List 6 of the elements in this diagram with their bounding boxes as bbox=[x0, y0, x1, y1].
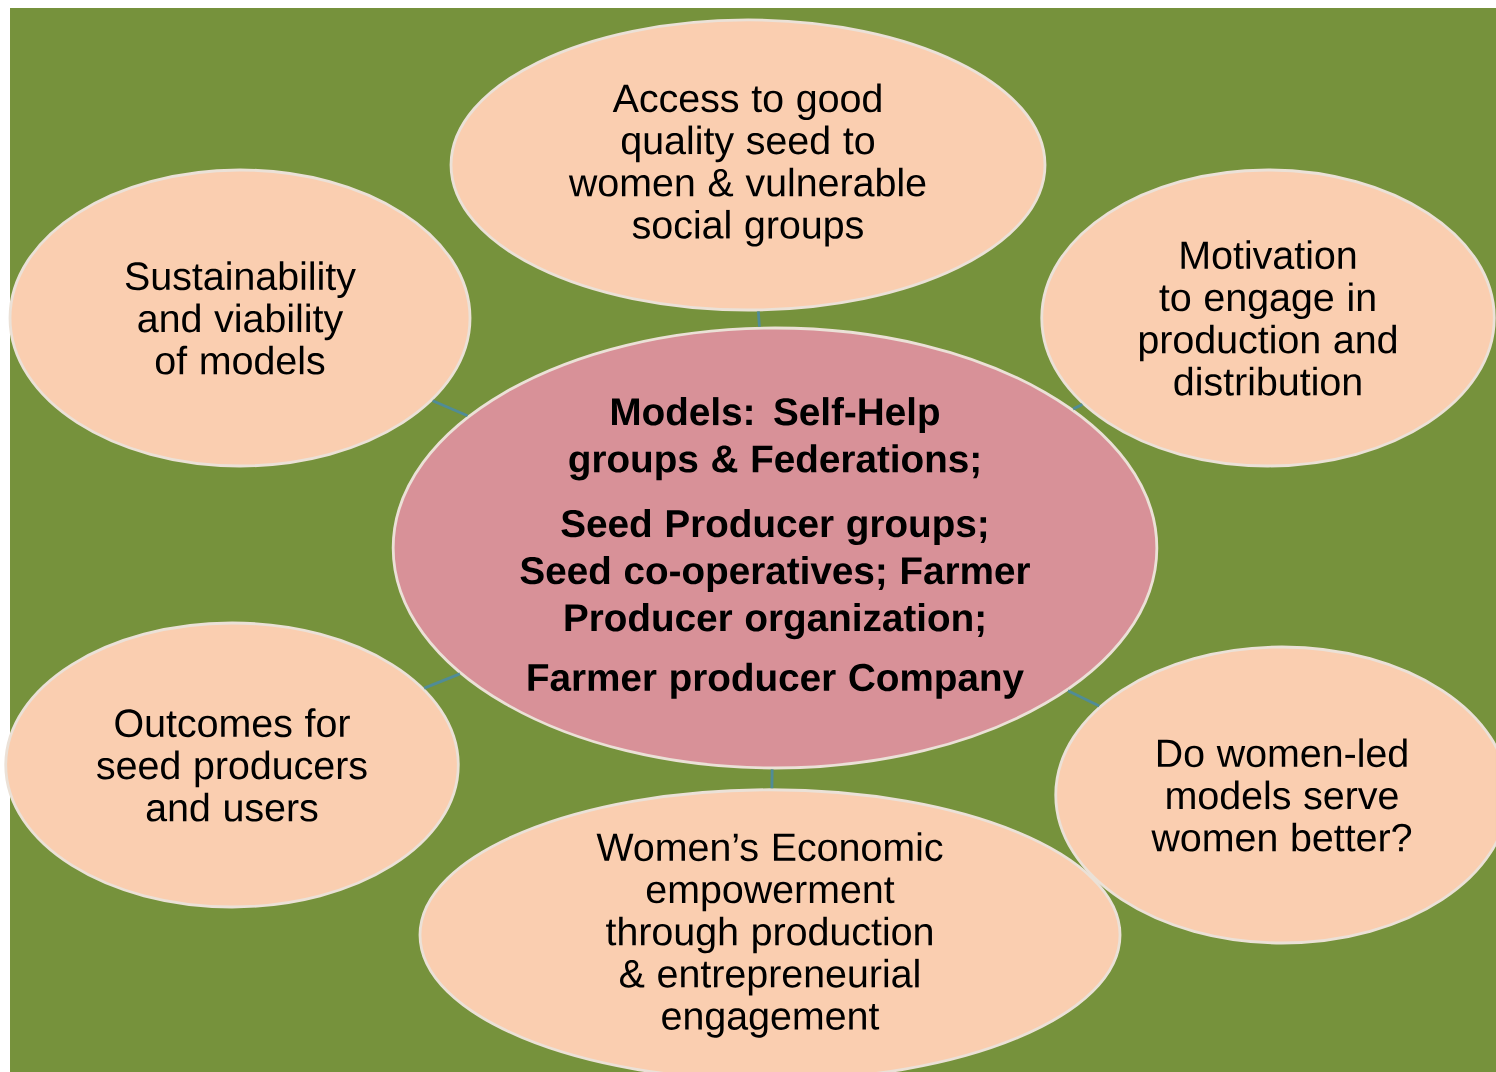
connector-line bbox=[423, 672, 461, 690]
connector-line bbox=[1067, 689, 1100, 708]
connector-line bbox=[770, 769, 774, 789]
connector-line bbox=[432, 399, 469, 418]
connector-line bbox=[756, 311, 761, 327]
connector-line bbox=[1072, 403, 1084, 411]
